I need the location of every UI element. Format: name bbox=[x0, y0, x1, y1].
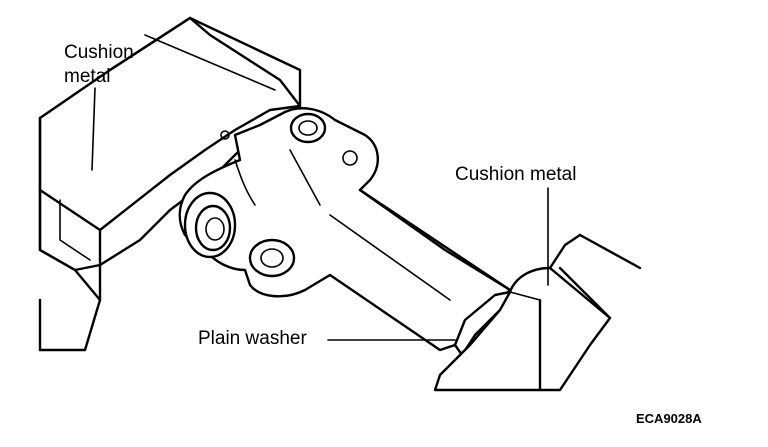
label-plain-washer: Plain washer bbox=[198, 328, 307, 349]
leader-left-cushion bbox=[91, 87, 96, 171]
right-cushion-metal bbox=[433, 233, 642, 392]
left-cushion-metal bbox=[38, 16, 302, 352]
figure-code: ECA9028A bbox=[636, 411, 702, 426]
leader-lines bbox=[91, 87, 549, 341]
label-cushion-metal-left-line2: metal bbox=[64, 66, 111, 87]
engine-mount-arm bbox=[178, 107, 512, 352]
label-cushion-metal-right: Cushion metal bbox=[455, 164, 577, 185]
label-cushion-metal-left-line1: Cushion bbox=[64, 42, 134, 63]
